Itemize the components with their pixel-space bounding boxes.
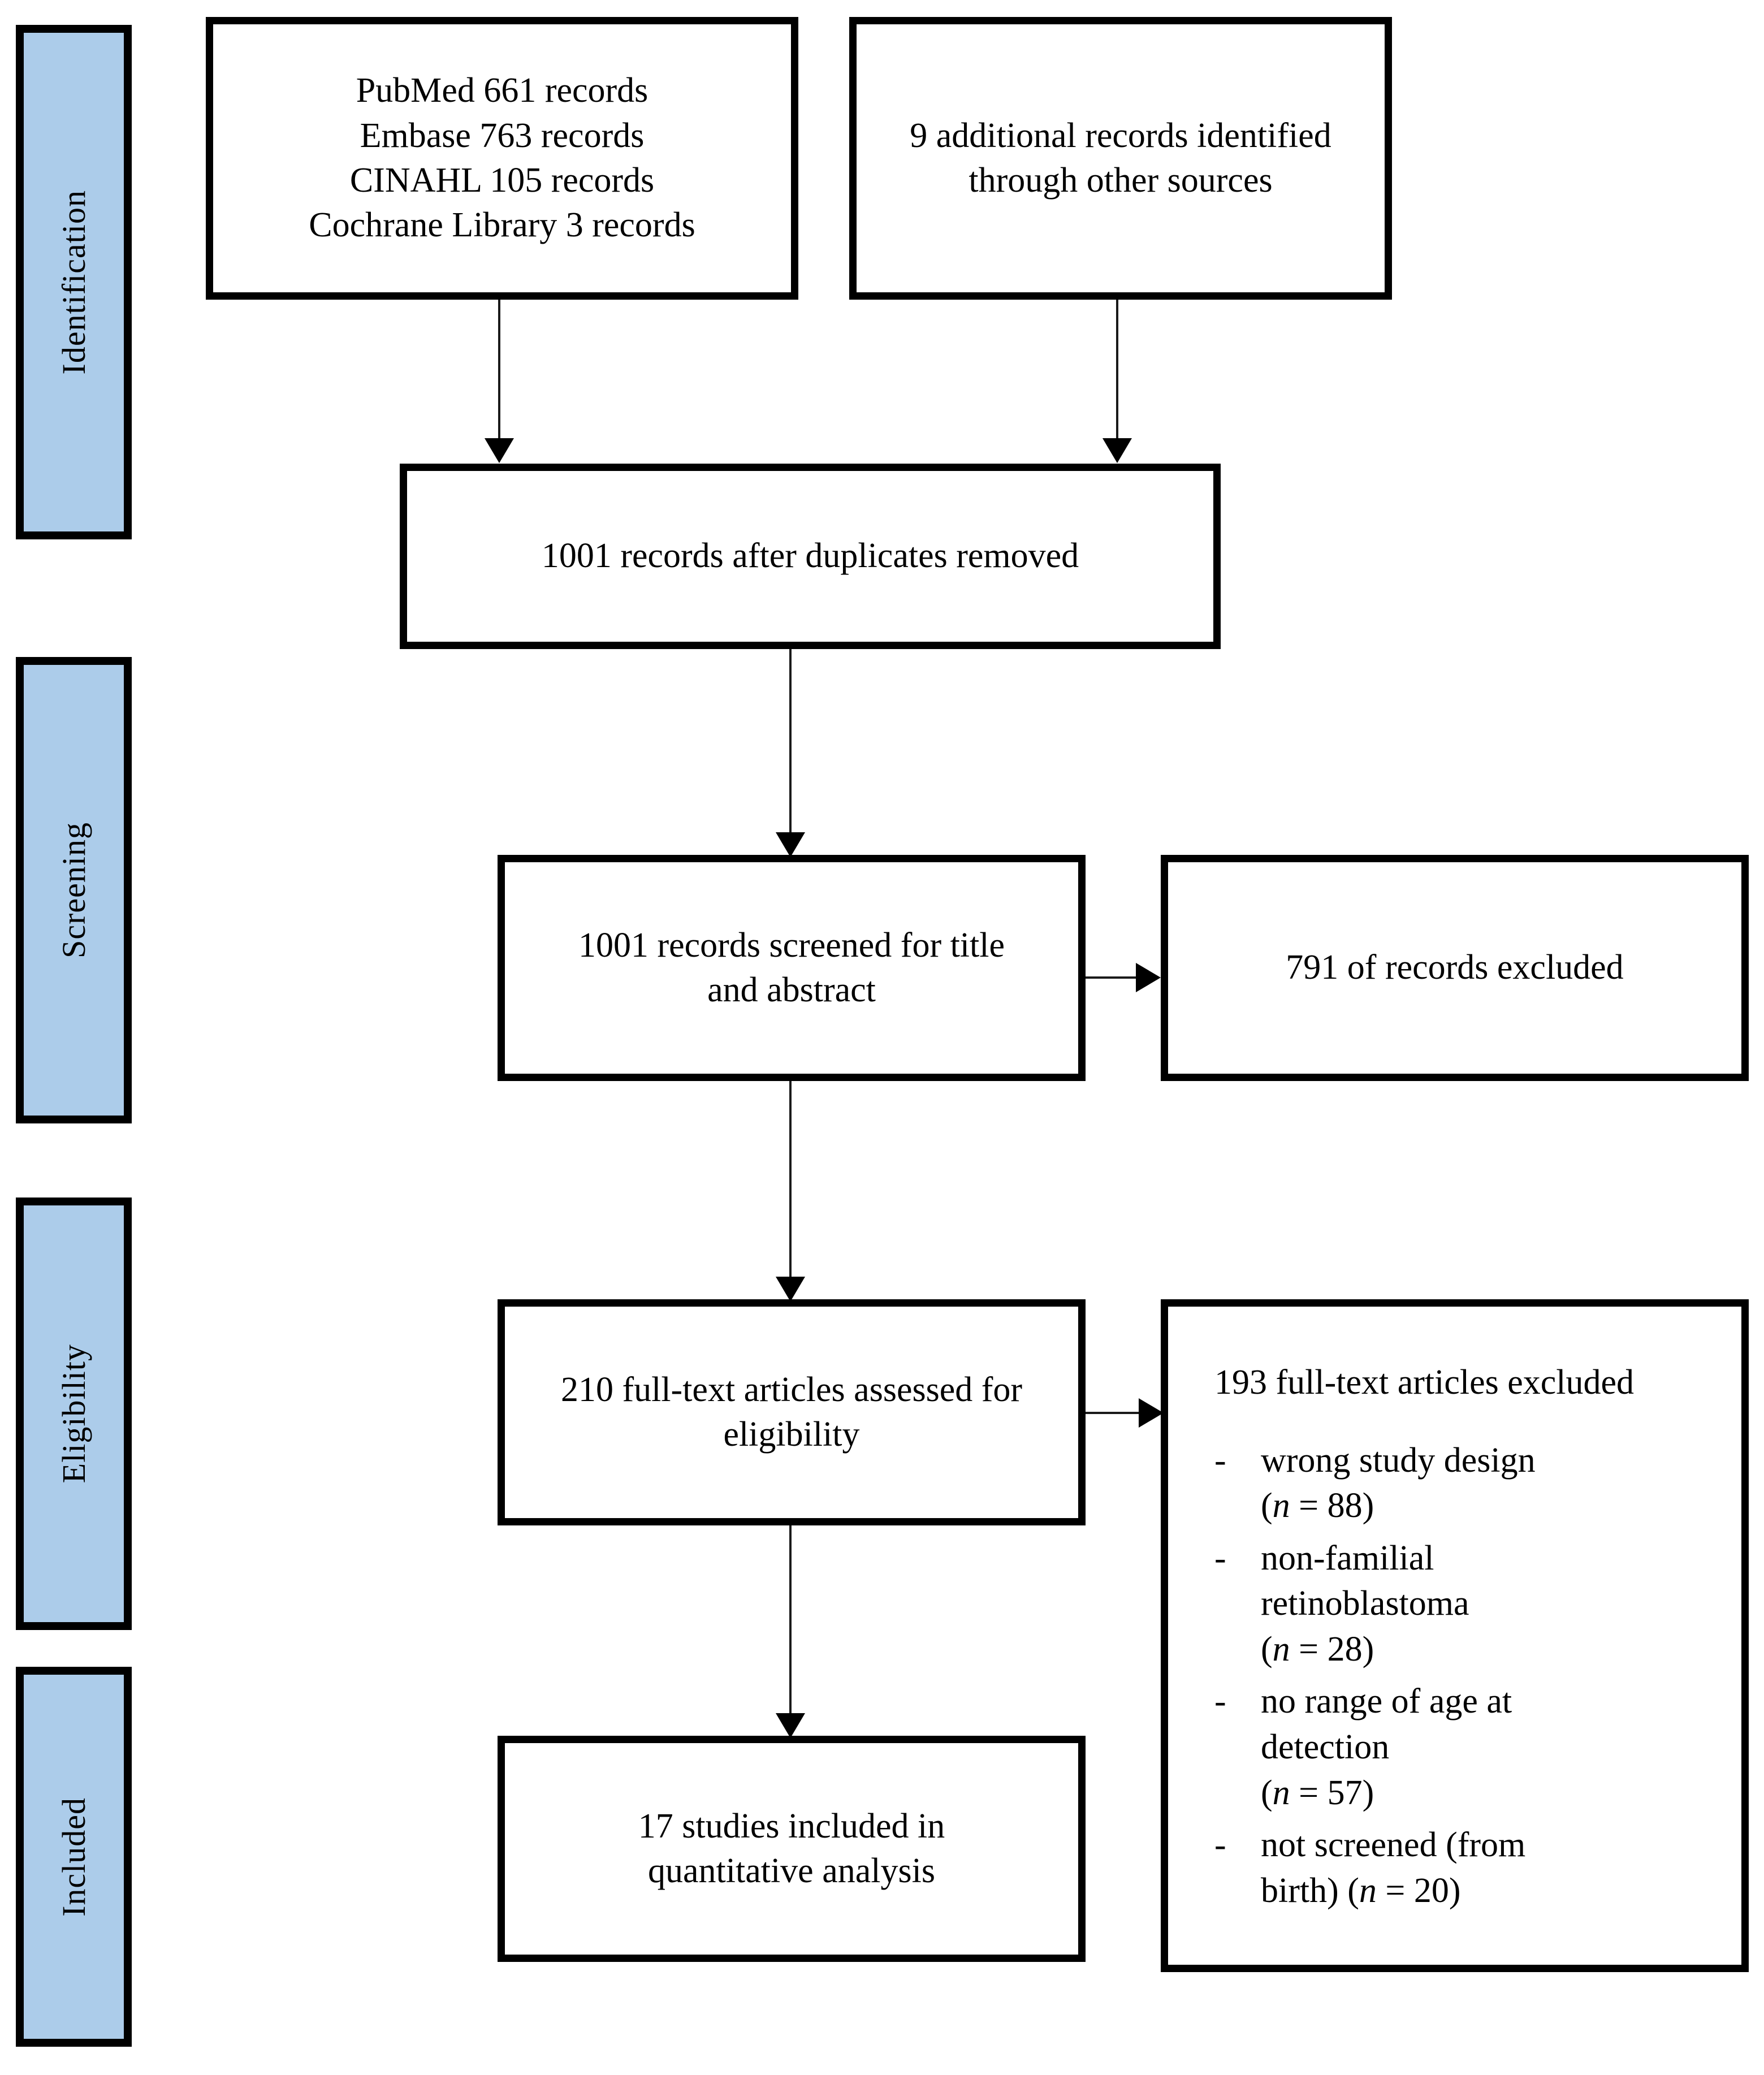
exclusion-reason-list: - wrong study design(n = 88) - non-famil…	[1200, 1438, 1722, 1914]
stage-label-eligibility: Eligibility	[55, 1344, 92, 1484]
arrowhead-duplicates-to-screened	[776, 832, 805, 857]
box-studies-included-text: 17 studies included in quantitative anal…	[638, 1806, 945, 1890]
bullet-dash-icon: -	[1214, 1538, 1226, 1577]
box-records-excluded-text: 791 of records excluded	[1286, 948, 1624, 987]
box-records-screened-text: 1001 records screened for title and abst…	[578, 926, 1005, 1009]
connector-screened-to-fulltext	[789, 1081, 792, 1282]
box-full-text-excluded-heading: 193 full-text articles excluded	[1214, 1363, 1635, 1402]
exclusion-reason-text: wrong study design(n = 88)	[1261, 1441, 1536, 1525]
box-after-duplicates-text: 1001 records after duplicates removed	[541, 537, 1079, 576]
box-studies-included: 17 studies included in quantitative anal…	[498, 1736, 1086, 1962]
box-full-text-assessed: 210 full-text articles assessed for elig…	[498, 1299, 1086, 1525]
connector-database-to-duplicates	[498, 300, 500, 440]
connector-fulltext-to-excluded	[1086, 1412, 1142, 1414]
arrowhead-screened-to-fulltext	[776, 1277, 805, 1302]
box-additional-records: 9 additional records identified through …	[849, 17, 1392, 300]
bullet-dash-icon: -	[1214, 1826, 1226, 1865]
stage-box-eligibility: Eligibility	[16, 1198, 132, 1630]
box-additional-records-text: 9 additional records identified through …	[910, 116, 1331, 200]
connector-screened-to-excluded	[1086, 976, 1140, 979]
arrowhead-additional-to-duplicates	[1102, 438, 1132, 463]
arrowhead-fulltext-to-included	[776, 1713, 805, 1738]
stage-label-included: Included	[55, 1797, 92, 1917]
exclusion-reason-item: - wrong study design(n = 88)	[1200, 1438, 1722, 1529]
connector-duplicates-to-screened	[789, 649, 792, 836]
stage-box-included: Included	[16, 1667, 132, 2047]
stage-box-identification: Identification	[16, 25, 132, 539]
connector-additional-to-duplicates	[1116, 300, 1118, 440]
box-full-text-assessed-text: 210 full-text articles assessed for elig…	[560, 1370, 1023, 1454]
box-full-text-excluded: 193 full-text articles excluded - wrong …	[1161, 1299, 1749, 1972]
arrowhead-screened-to-excluded	[1136, 963, 1161, 992]
bullet-dash-icon: -	[1214, 1682, 1226, 1721]
bullet-dash-icon: -	[1214, 1441, 1226, 1480]
arrowhead-database-to-duplicates	[485, 438, 514, 463]
box-database-records: PubMed 661 records Embase 763 records CI…	[206, 17, 798, 300]
box-after-duplicates: 1001 records after duplicates removed	[400, 464, 1221, 649]
box-records-excluded: 791 of records excluded	[1161, 855, 1749, 1081]
stage-label-identification: Identification	[55, 189, 92, 375]
arrowhead-fulltext-to-excluded	[1139, 1398, 1164, 1428]
box-database-records-text: PubMed 661 records Embase 763 records CI…	[309, 71, 695, 245]
connector-fulltext-to-included	[789, 1525, 792, 1718]
stage-box-screening: Screening	[16, 657, 132, 1123]
stage-label-screening: Screening	[55, 822, 92, 958]
box-records-screened: 1001 records screened for title and abst…	[498, 855, 1086, 1081]
